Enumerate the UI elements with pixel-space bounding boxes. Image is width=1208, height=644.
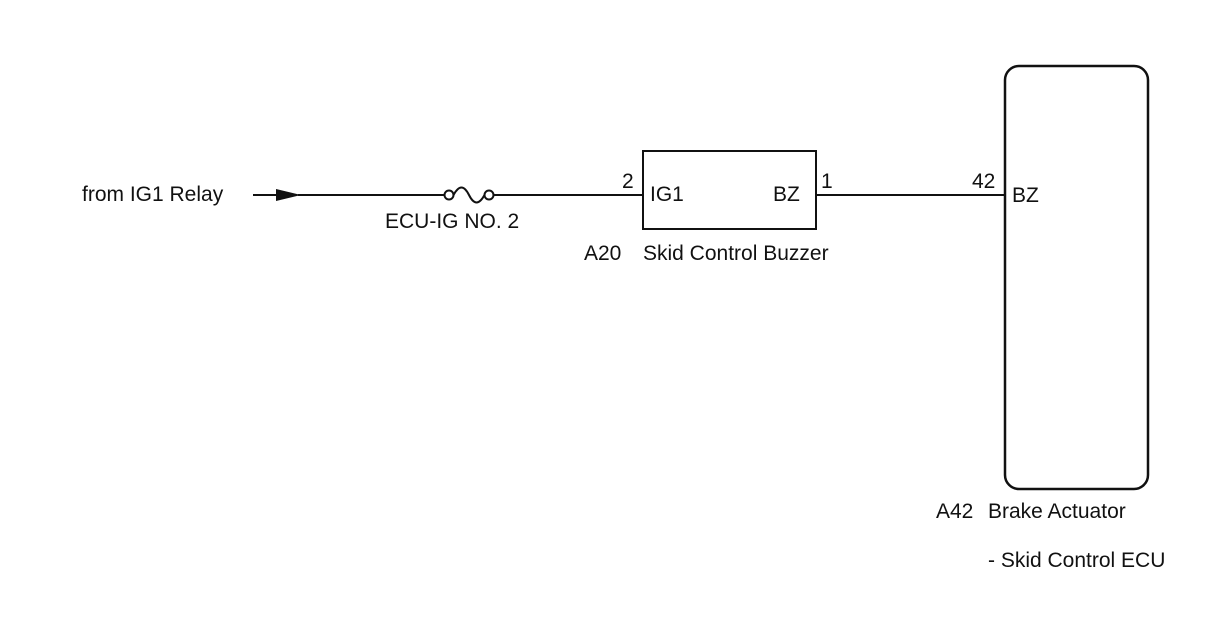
buzzer-pin-right-number: 1 [821,170,833,193]
ecu-name-line1: Brake Actuator [988,500,1126,523]
buzzer-pin-left-number: 2 [622,170,634,193]
buzzer-connector-code: A20 [584,242,622,265]
ecu-connector-code: A42 [936,500,974,523]
ecu-box [1003,64,1150,491]
relay-arrow-head [276,189,301,201]
fuse-label: ECU-IG NO. 2 [385,210,520,233]
buzzer-box [642,150,817,230]
buzzer-name: Skid Control Buzzer [643,242,829,265]
ecu-pin-name: BZ [1012,184,1039,207]
ecu-pin-number: 42 [972,170,996,193]
source-label: from IG1 Relay [82,183,224,206]
fuse-icon [443,186,495,204]
buzzer-pin-right-name: BZ [773,183,800,206]
ecu-name-line2: - Skid Control ECU [988,549,1166,572]
buzzer-pin-left-name: IG1 [650,183,684,206]
